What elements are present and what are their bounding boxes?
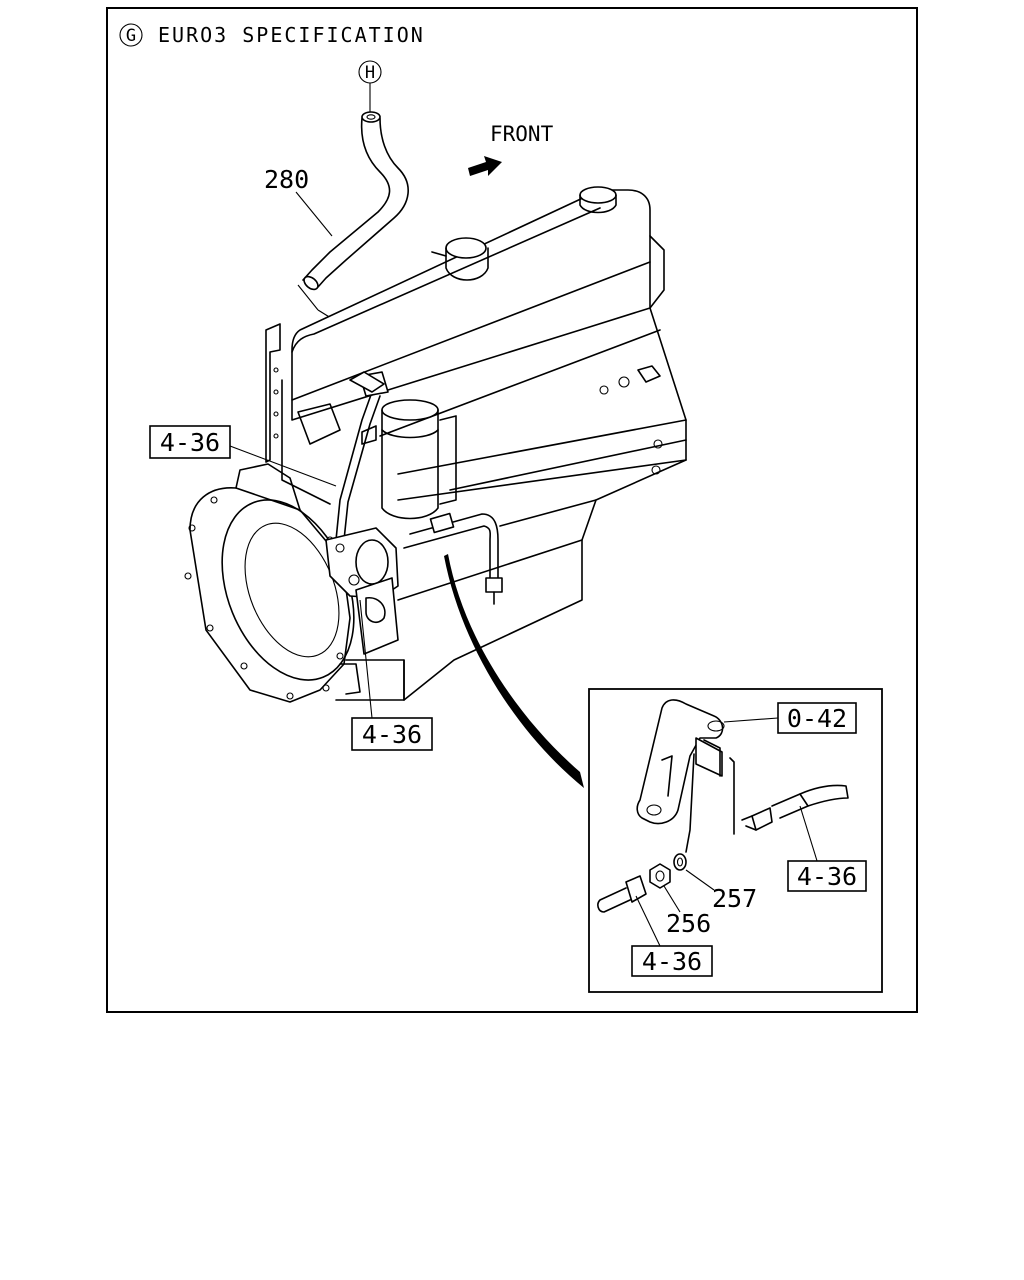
ref-inset-bottom-label: 4-36 (642, 947, 702, 976)
washer-part-number: 257 (712, 884, 757, 913)
section-letter: G (126, 26, 136, 46)
ref-inset-right-label: 4-36 (797, 862, 857, 891)
ref-upper-left-label: 4-36 (160, 428, 220, 457)
section-title: EURO3 SPECIFICATION (158, 23, 425, 47)
ref-lower-center-label: 4-36 (362, 720, 422, 749)
hose-part-number: 280 (264, 165, 309, 194)
engine-assembly (184, 186, 687, 703)
hose-connector: H (358, 60, 382, 112)
ref-inset-bracket-label: 0-42 (787, 704, 847, 733)
detail-callout-leader (444, 554, 584, 788)
hose-connector-letter: H (365, 63, 375, 83)
front-label: FRONT (490, 122, 554, 146)
hose-leader-line (295, 191, 333, 237)
detail-inset-frame (588, 688, 883, 993)
front-arrow-icon (468, 156, 502, 176)
diagram-frame (106, 7, 918, 1013)
ref-box-upper-left: 4-36 (149, 425, 337, 487)
ref-box-lower-center: 4-36 (351, 599, 433, 751)
section-header: G EURO3 SPECIFICATION (119, 23, 425, 47)
detail-inset: 257 256 0-42 4-36 4-36 (588, 688, 883, 993)
front-direction-indicator: FRONT (468, 122, 554, 176)
nut-part-number: 256 (666, 909, 711, 938)
section-letter-circle (119, 23, 143, 47)
